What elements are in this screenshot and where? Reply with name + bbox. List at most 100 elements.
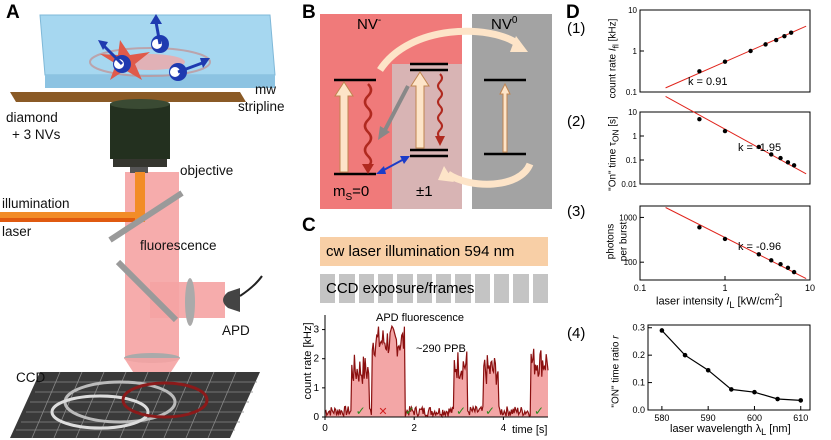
d1-point <box>788 30 794 35</box>
d1-ylabel: count rate Ifl [kHz] <box>607 18 621 99</box>
d3-xtick-label: 1 <box>722 283 727 293</box>
d3-frame <box>639 205 811 281</box>
d3-point <box>785 265 791 270</box>
k3-label: k = -0.96 <box>738 241 782 253</box>
mw-label: mw <box>255 82 276 97</box>
trace-ytick-label: 3 <box>313 325 319 336</box>
d2-frame <box>639 111 811 185</box>
k2-label: k = -1.95 <box>738 142 782 154</box>
ms0-label: mS=0 <box>333 183 370 203</box>
d2-fit-line <box>665 96 807 175</box>
d1-point <box>763 42 768 47</box>
burst-cross-icon: ✕ <box>378 406 387 418</box>
d2-ylabel: "On" time τON [s] <box>607 116 621 191</box>
d4-ytick-label: 0.3 <box>632 323 645 333</box>
pm1-label: ±1 <box>416 183 433 200</box>
nv-spin-icons <box>98 14 210 81</box>
d4-xlabel: laser wavelength λL [nm] <box>670 423 791 438</box>
d2-ytick-label: 0.1 <box>626 156 638 165</box>
cw-laser-bar: cw laser illumination 594 nm <box>320 237 548 266</box>
d3-point <box>756 252 762 257</box>
isc-arrow <box>382 85 410 133</box>
d1-point <box>697 69 702 74</box>
d4-point <box>705 367 711 373</box>
panel-d-letter: D <box>566 2 580 23</box>
burst-check-icon: ✓ <box>485 404 495 418</box>
trace-ylabel: count rate [kHz] <box>302 322 314 400</box>
d4-xtick-label: 580 <box>654 413 669 423</box>
d3-ytick-label: 100 <box>624 258 638 267</box>
nv0-label: NV0 <box>491 15 518 33</box>
laser-label: laser <box>2 224 32 239</box>
d1-point <box>782 33 787 39</box>
d4-xtick-label: 610 <box>793 413 808 423</box>
d4-point <box>752 389 757 395</box>
d3-point <box>722 236 728 242</box>
nvminus-inner-region <box>392 64 462 209</box>
panel-b-letter: B <box>302 2 316 23</box>
d2-point <box>791 163 797 168</box>
d3-ylabel-b: per burst <box>618 221 630 262</box>
d2-point <box>722 128 728 134</box>
dichroic-mirror <box>108 190 184 243</box>
d3-point <box>791 269 797 275</box>
illumination-label: illumination <box>2 196 70 211</box>
illumination-laser-beam <box>0 212 140 222</box>
subplot-1-label: (1) <box>567 20 586 37</box>
burst-check-icon: ✓ <box>534 404 544 418</box>
d4-ytick-label: 0.1 <box>632 378 645 388</box>
panel-a-illustration <box>0 14 276 439</box>
burst-check-icon: ✓ <box>456 404 466 418</box>
d4-ytick-label: 0.2 <box>632 350 645 360</box>
d2-ytick-label: 1 <box>633 132 638 141</box>
apd-fluorescence-label: APD fluorescence <box>376 312 465 324</box>
apd-lens <box>185 278 195 326</box>
trace-xtick-label: 4 <box>501 423 507 434</box>
d4-frame <box>647 324 811 411</box>
d4-ytick-label: 0.0 <box>632 405 645 415</box>
d3-fit-line <box>665 207 807 279</box>
ppb-label: ~290 PPB <box>416 343 466 355</box>
d4-xtick-label: 600 <box>747 413 762 423</box>
apd-detector <box>223 288 240 312</box>
trace-fill <box>325 326 548 417</box>
d4-point <box>798 398 804 403</box>
objective-lens <box>110 104 170 159</box>
panel-c-letter: C <box>302 215 316 236</box>
d1-ytick-label: 0.1 <box>626 88 638 97</box>
subplot-4-label: (4) <box>567 325 586 342</box>
d2-point <box>756 144 762 150</box>
trace-ytick-label: 1 <box>313 383 319 394</box>
mw-stripline <box>10 92 246 102</box>
stripline-label: stripline <box>238 99 285 114</box>
d1-ytick-label: 1 <box>633 47 638 56</box>
panel-b-diagram <box>320 14 552 209</box>
trace-xtick-label: 0 <box>322 423 328 434</box>
d4-ylabel: "ON" time ratio r <box>610 335 622 408</box>
subplot-2-label: (2) <box>567 113 586 130</box>
d4-point <box>682 352 688 358</box>
d2-point <box>785 160 791 165</box>
nvminus-label: NV- <box>357 15 382 33</box>
d3-point <box>778 262 783 267</box>
recombination-arrow <box>446 162 534 188</box>
d1-point <box>722 59 728 64</box>
d2-ytick-label: 0.01 <box>621 180 637 189</box>
d3-point <box>697 225 702 230</box>
d1-point <box>773 37 779 43</box>
panel-a-letter: A <box>6 2 20 23</box>
fluorescence-label: fluorescence <box>140 238 217 253</box>
d3-xlabel: laser intensity IL [kW/cm2] <box>656 292 783 310</box>
d1-ytick-label: 10 <box>628 6 637 15</box>
apd-label: APD <box>222 323 250 338</box>
nvs-label: + 3 NVs <box>12 127 61 142</box>
d3-ytick-label: 1000 <box>619 213 637 222</box>
d3-ylabel-a: photons <box>605 223 617 260</box>
d3-point <box>769 258 774 263</box>
k1-label: k = 0.91 <box>688 76 728 88</box>
objective-label: objective <box>180 163 234 178</box>
d4-point <box>775 396 780 402</box>
burst-check-icon: ✓ <box>405 404 415 418</box>
d2-point <box>697 117 702 122</box>
